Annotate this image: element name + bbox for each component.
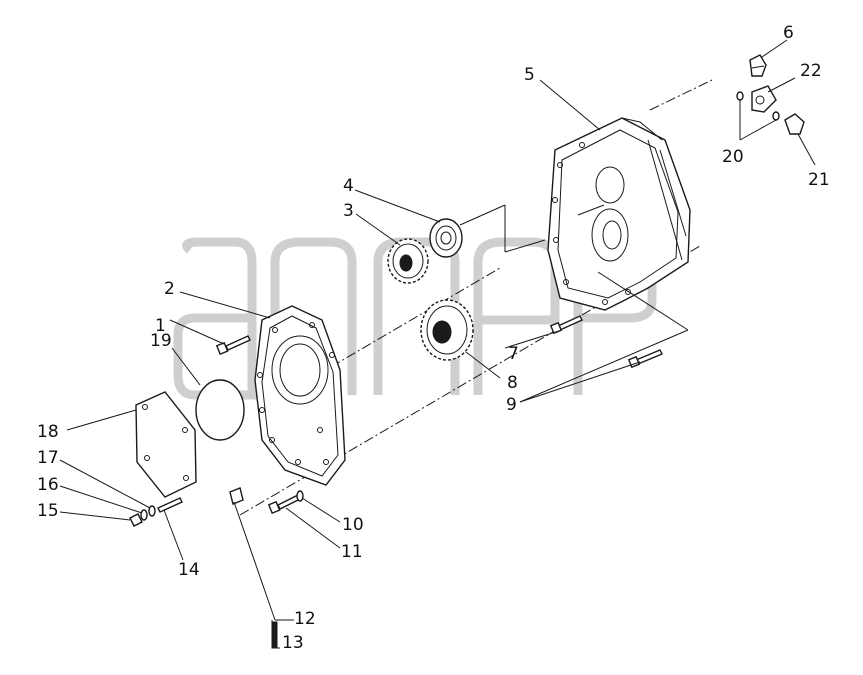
callout-6: 6 [783, 23, 794, 43]
bolt-part-7 [549, 315, 583, 335]
breather-fitting-6 [749, 54, 767, 77]
callout-20: 20 [722, 147, 744, 167]
callout-12: 12 [294, 609, 316, 629]
tee-fitting-22 [751, 85, 777, 113]
callout-4: 4 [343, 176, 354, 196]
callout-13: 13 [282, 633, 304, 653]
callout-16: 16 [37, 475, 59, 495]
cover-part-2 [254, 305, 346, 486]
callout-19: 19 [150, 331, 172, 351]
stud-part-14 [157, 497, 183, 513]
washer-part-17 [148, 505, 156, 517]
washer-part-16 [140, 509, 148, 521]
bolt-part-11 [267, 494, 301, 515]
callout-9: 9 [506, 395, 517, 415]
callout-8: 8 [507, 373, 518, 393]
washer-part-10 [296, 490, 304, 502]
callout-15: 15 [37, 501, 59, 521]
gear-part-3 [387, 238, 429, 284]
bolt-part-1 [215, 335, 251, 356]
gear-part-8 [420, 299, 474, 361]
callout-10: 10 [342, 515, 364, 535]
nut-part-15 [129, 513, 143, 527]
callout-11: 11 [341, 542, 363, 562]
plate-part-18 [135, 391, 197, 498]
o-ring-part-19 [195, 379, 245, 441]
callout-2: 2 [164, 279, 175, 299]
plug-part-12 [229, 487, 244, 505]
callout-labels: 1 2 3 4 5 6 7 8 9 10 11 12 13 14 15 16 1… [37, 23, 830, 653]
washers-20 [736, 91, 780, 121]
bolt-part-9 [627, 349, 663, 369]
bearing-part-4 [429, 218, 463, 258]
callout-17: 17 [37, 448, 59, 468]
plug-21 [784, 113, 805, 135]
callout-22: 22 [800, 61, 822, 81]
callout-14: 14 [178, 560, 200, 580]
callout-3: 3 [343, 201, 354, 221]
callout-18: 18 [37, 422, 59, 442]
leader-lines [59, 39, 816, 649]
callout-1: 1 [155, 316, 166, 336]
callout-5: 5 [524, 65, 535, 85]
callout-21: 21 [808, 170, 830, 190]
callout-7: 7 [508, 344, 519, 364]
housing-part-5 [547, 117, 691, 311]
